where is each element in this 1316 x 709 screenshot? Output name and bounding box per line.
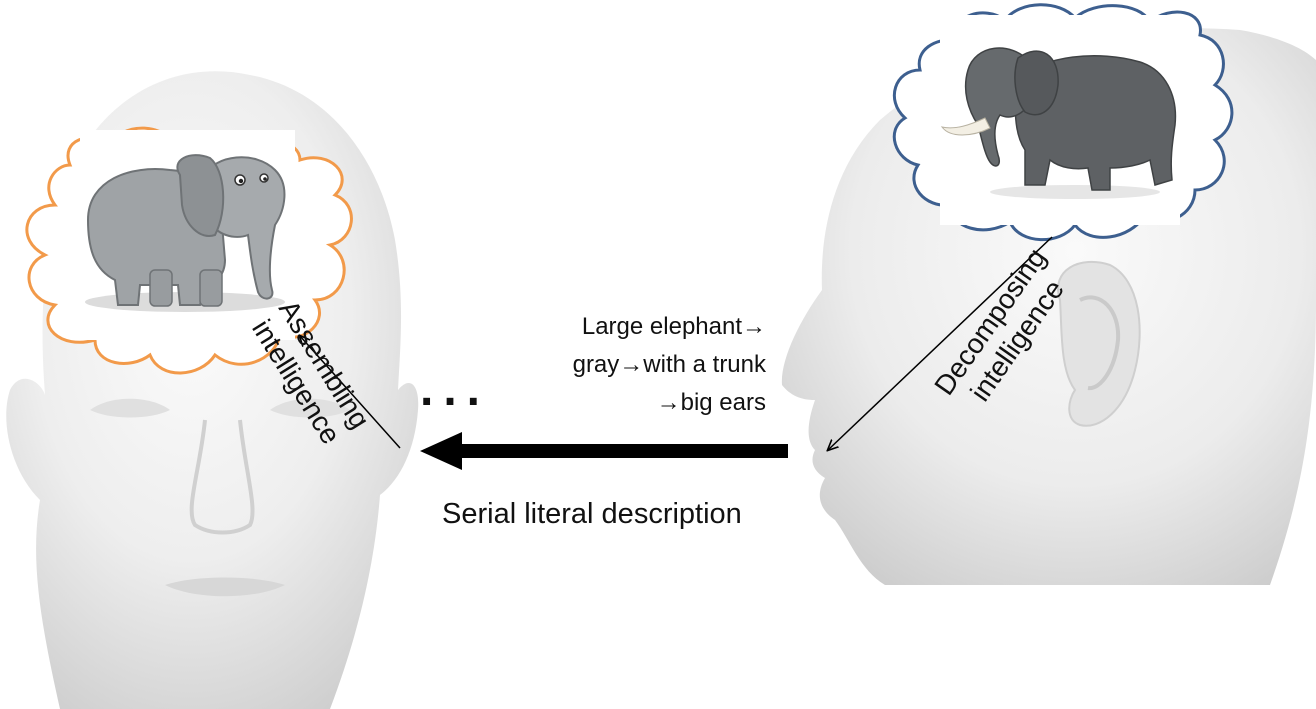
realistic-elephant-icon [940,15,1180,225]
assembling-arrow [300,336,401,449]
cartoon-elephant-icon [80,130,295,340]
serial-arrow [420,432,788,470]
ellipsis-label: ... [420,363,491,416]
message-text: Large elephant→ gray→with a trunk →big e… [572,313,766,416]
decomposing-arrow [828,236,1053,450]
serial-description-label: Serial literal description [442,498,742,530]
